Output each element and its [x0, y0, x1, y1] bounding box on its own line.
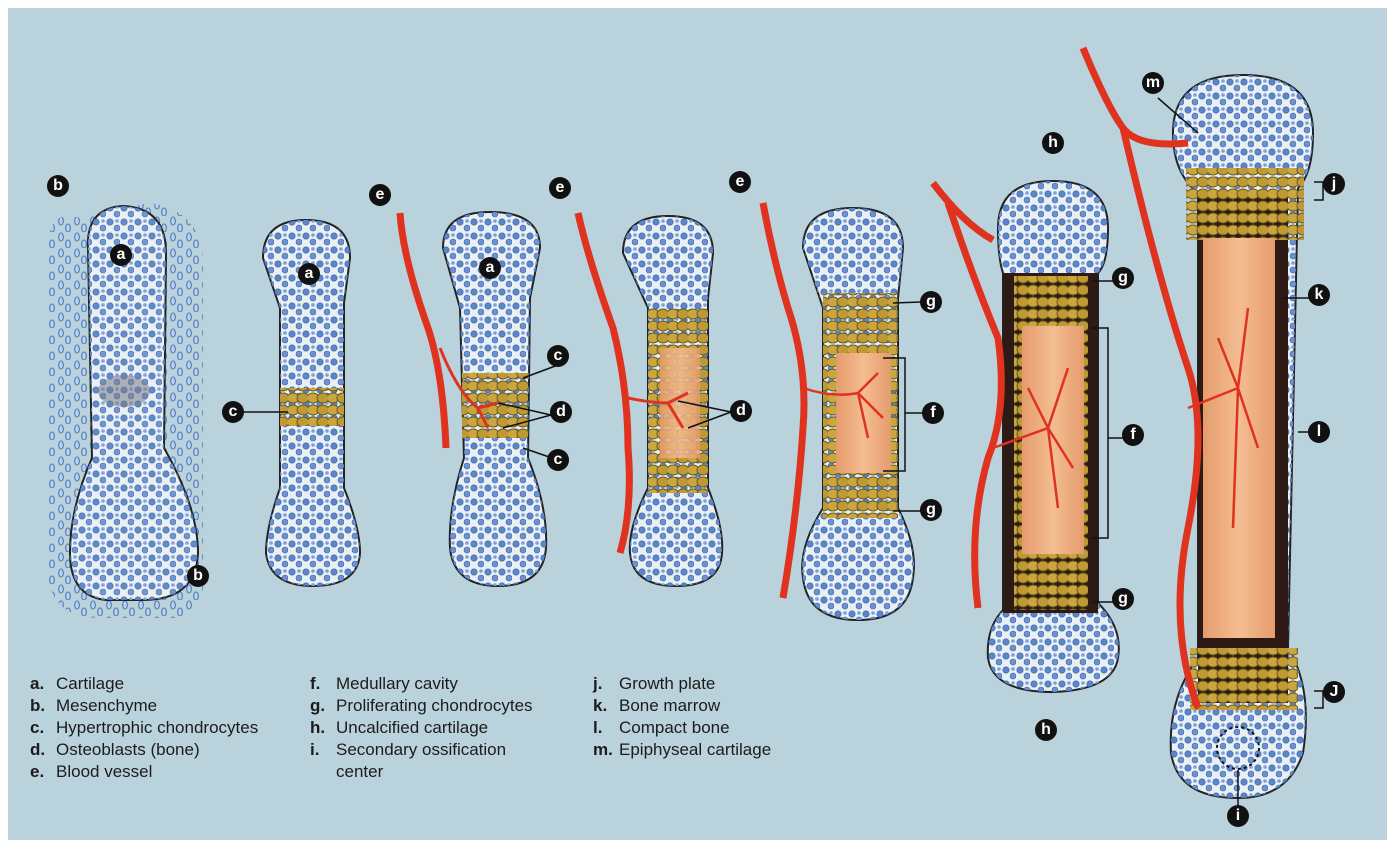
marker-b-top: b: [47, 175, 69, 197]
legend-label: Compact bone: [619, 717, 730, 739]
legend-item: a.Cartilage: [30, 673, 124, 695]
marker-g-5-bottom: g: [920, 499, 942, 521]
legend-key: a.: [30, 673, 56, 695]
marker-e-5: e: [729, 171, 751, 193]
stage-7-bone: [1083, 48, 1313, 798]
legend-item: h.Uncalcified cartilage: [310, 717, 488, 739]
legend-key: b.: [30, 695, 56, 717]
marker-i-7: i: [1227, 805, 1249, 827]
marker-a-1: a: [110, 244, 132, 266]
marker-g-6-top: g: [1112, 267, 1134, 289]
legend-key: m.: [593, 739, 619, 761]
marker-j-7-bottom: J: [1323, 681, 1345, 703]
marker-f-5: f: [922, 402, 944, 424]
stage-1-bone: [48, 203, 204, 618]
marker-e-3: e: [369, 184, 391, 206]
legend-item: m.Epiphyseal cartilage: [593, 739, 771, 761]
stage-4-bone: [578, 213, 722, 586]
marker-a-2: a: [298, 263, 320, 285]
legend-label: Medullary cavity: [336, 673, 458, 695]
legend-label: Cartilage: [56, 673, 124, 695]
legend-key: k.: [593, 695, 619, 717]
legend-item: f.Medullary cavity: [310, 673, 458, 695]
marker-c-2: c: [222, 401, 244, 423]
legend-item: l.Compact bone: [593, 717, 730, 739]
legend-item: c.Hypertrophic chondrocytes: [30, 717, 258, 739]
marker-k-7: k: [1308, 284, 1330, 306]
legend-key: f.: [310, 673, 336, 695]
marker-g-5-top: g: [920, 291, 942, 313]
marker-e-4: e: [549, 177, 571, 199]
marker-j-7-top: j: [1323, 173, 1345, 195]
stage-6-bone: [933, 181, 1119, 692]
marker-a-3: a: [479, 257, 501, 279]
marker-h-6-top: h: [1042, 132, 1064, 154]
legend-label: Growth plate: [619, 673, 715, 695]
marker-b-bottom: b: [187, 565, 209, 587]
legend-label: Proliferating chondrocytes: [336, 695, 533, 717]
marker-h-6-bottom: h: [1035, 719, 1057, 741]
legend-label: Osteoblasts (bone): [56, 739, 200, 761]
legend-key: c.: [30, 717, 56, 739]
marker-d-3: d: [550, 401, 572, 423]
legend-key: g.: [310, 695, 336, 717]
legend-item: j.Growth plate: [593, 673, 715, 695]
legend-label: Uncalcified cartilage: [336, 717, 488, 739]
legend-item: b.Mesenchyme: [30, 695, 157, 717]
legend-label: Mesenchyme: [56, 695, 157, 717]
legend-label: Secondary ossification: [336, 739, 506, 761]
legend-label: Epiphyseal cartilage: [619, 739, 771, 761]
stage-5-bone: [763, 203, 914, 620]
legend-key: e.: [30, 761, 56, 783]
marker-g-6-bottom: g: [1112, 588, 1134, 610]
legend-item: d.Osteoblasts (bone): [30, 739, 200, 761]
legend-key: j.: [593, 673, 619, 695]
legend-label: Blood vessel: [56, 761, 152, 783]
marker-f-6: f: [1122, 424, 1144, 446]
marker-c-3-bottom: c: [547, 449, 569, 471]
legend-key: h.: [310, 717, 336, 739]
legend-item: g.Proliferating chondrocytes: [310, 695, 533, 717]
legend-item: k.Bone marrow: [593, 695, 720, 717]
legend-item: e.Blood vessel: [30, 761, 152, 783]
legend-label: Hypertrophic chondrocytes: [56, 717, 258, 739]
legend-key: l.: [593, 717, 619, 739]
marker-d-4: d: [730, 400, 752, 422]
marker-c-3-top: c: [547, 345, 569, 367]
legend-key: i.: [310, 739, 336, 761]
marker-l-7: l: [1308, 421, 1330, 443]
legend-label-continued: center: [310, 761, 506, 783]
legend-key: d.: [30, 739, 56, 761]
stage-3-bone: [400, 212, 546, 586]
legend-label: Bone marrow: [619, 695, 720, 717]
marker-m-7: m: [1142, 72, 1164, 94]
